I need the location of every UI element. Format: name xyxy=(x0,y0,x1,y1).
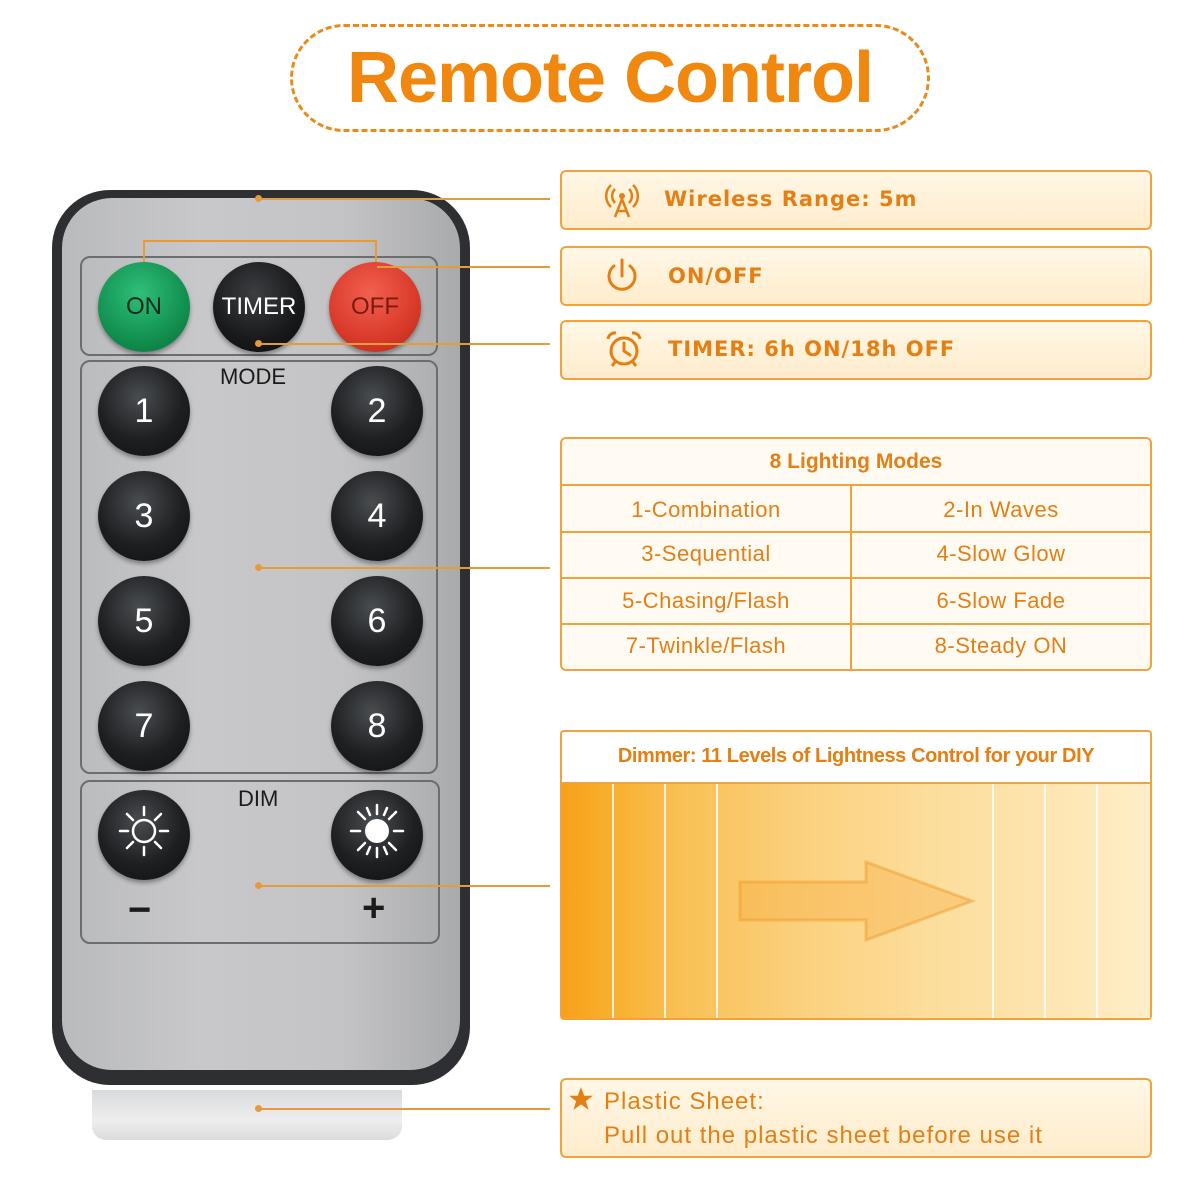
connector-line xyxy=(377,266,550,268)
table-divider xyxy=(562,623,1150,625)
dimmer-level-divider xyxy=(664,784,666,1018)
table-divider xyxy=(562,531,1150,533)
mode-label: MODE xyxy=(220,364,286,389)
connector-dot xyxy=(255,340,262,347)
timer-button[interactable]: TIMER xyxy=(213,262,305,352)
table-cell: 5-Chasing/Flash xyxy=(622,588,790,613)
mode-button-1[interactable]: 1 xyxy=(98,366,190,456)
table-divider xyxy=(562,484,1150,486)
alarm-clock-icon xyxy=(602,327,646,371)
table-cell: 1-Combination xyxy=(631,497,781,522)
connector-line xyxy=(260,343,550,345)
mode-button-6[interactable]: 6 xyxy=(331,576,423,666)
mode-button-7[interactable]: 7 xyxy=(98,681,190,771)
dim-panel xyxy=(80,780,440,944)
table-cell: 2-In Waves xyxy=(943,497,1059,522)
table-divider xyxy=(562,577,1150,579)
mode-button-8[interactable]: 8 xyxy=(331,681,423,771)
table-divider xyxy=(850,486,852,669)
table-cell: 6-Slow Fade xyxy=(936,588,1066,613)
table-cell: 3-Sequential xyxy=(641,541,771,566)
connector-dot xyxy=(255,195,262,202)
lighting-modes-table xyxy=(560,437,1152,671)
connector-line xyxy=(375,240,377,276)
title-frame xyxy=(290,24,930,132)
dim-label: DIM xyxy=(238,786,279,811)
dimmer-level-divider xyxy=(716,784,718,1018)
page-title: Remote Control xyxy=(347,38,874,118)
plastic-sheet-box xyxy=(560,1078,1152,1158)
connector-dot xyxy=(255,882,262,889)
dimmer-level-divider xyxy=(992,784,994,1018)
power-box xyxy=(560,246,1152,306)
connector-dot xyxy=(255,564,262,571)
plus-label: + xyxy=(362,886,386,930)
dimmer-level-divider xyxy=(612,784,614,1018)
connector-line xyxy=(143,240,145,276)
star-icon xyxy=(568,1086,596,1114)
connector-line xyxy=(260,198,550,200)
dim-up-button[interactable] xyxy=(331,790,423,880)
connector-dot xyxy=(255,1105,262,1112)
right-arrow-icon xyxy=(736,856,980,946)
connector-line xyxy=(260,567,550,569)
sun-dim-icon xyxy=(114,801,174,870)
power-icon xyxy=(600,254,644,298)
dimmer-divider xyxy=(562,782,1150,784)
mode-button-4[interactable]: 4 xyxy=(331,471,423,561)
table-cell: 7-Twinkle/Flash xyxy=(625,633,787,658)
minus-label: − xyxy=(128,888,152,932)
connector-line xyxy=(260,1108,550,1110)
dimmer-level-divider xyxy=(1096,784,1098,1018)
mode-button-5[interactable]: 5 xyxy=(98,576,190,666)
mode-button-3[interactable]: 3 xyxy=(98,471,190,561)
wireless-range-box xyxy=(560,170,1152,230)
plastic-sheet-text: Pull out the plastic sheet before use it xyxy=(604,1122,1043,1149)
table-cell: 4-Slow Glow xyxy=(936,541,1066,566)
table-cell: 8-Steady ON xyxy=(934,633,1068,658)
off-button[interactable]: OFF xyxy=(329,262,421,352)
wireless-range-text: Wireless Range: 5m xyxy=(664,187,918,211)
dimmer-title: Dimmer: 11 Levels of Lightness Control f… xyxy=(617,744,1095,767)
sun-bright-icon xyxy=(347,801,407,870)
dimmer-level-divider xyxy=(1044,784,1046,1018)
on-button[interactable]: ON xyxy=(98,262,190,352)
power-text: ON/OFF xyxy=(668,264,764,288)
connector-line xyxy=(260,885,550,887)
plastic-sheet-tab[interactable] xyxy=(92,1090,402,1140)
antenna-icon xyxy=(600,178,644,222)
plastic-sheet-title: Plastic Sheet: xyxy=(604,1088,765,1115)
lighting-modes-title: 8 Lighting Modes xyxy=(769,450,943,473)
dim-down-button[interactable] xyxy=(98,790,190,880)
timer-box xyxy=(560,320,1152,380)
dimmer-gradient xyxy=(562,784,1150,1018)
power-panel xyxy=(80,256,438,356)
connector-line xyxy=(143,240,377,242)
mode-button-2[interactable]: 2 xyxy=(331,366,423,456)
timer-text: TIMER: 6h ON/18h OFF xyxy=(668,337,956,361)
